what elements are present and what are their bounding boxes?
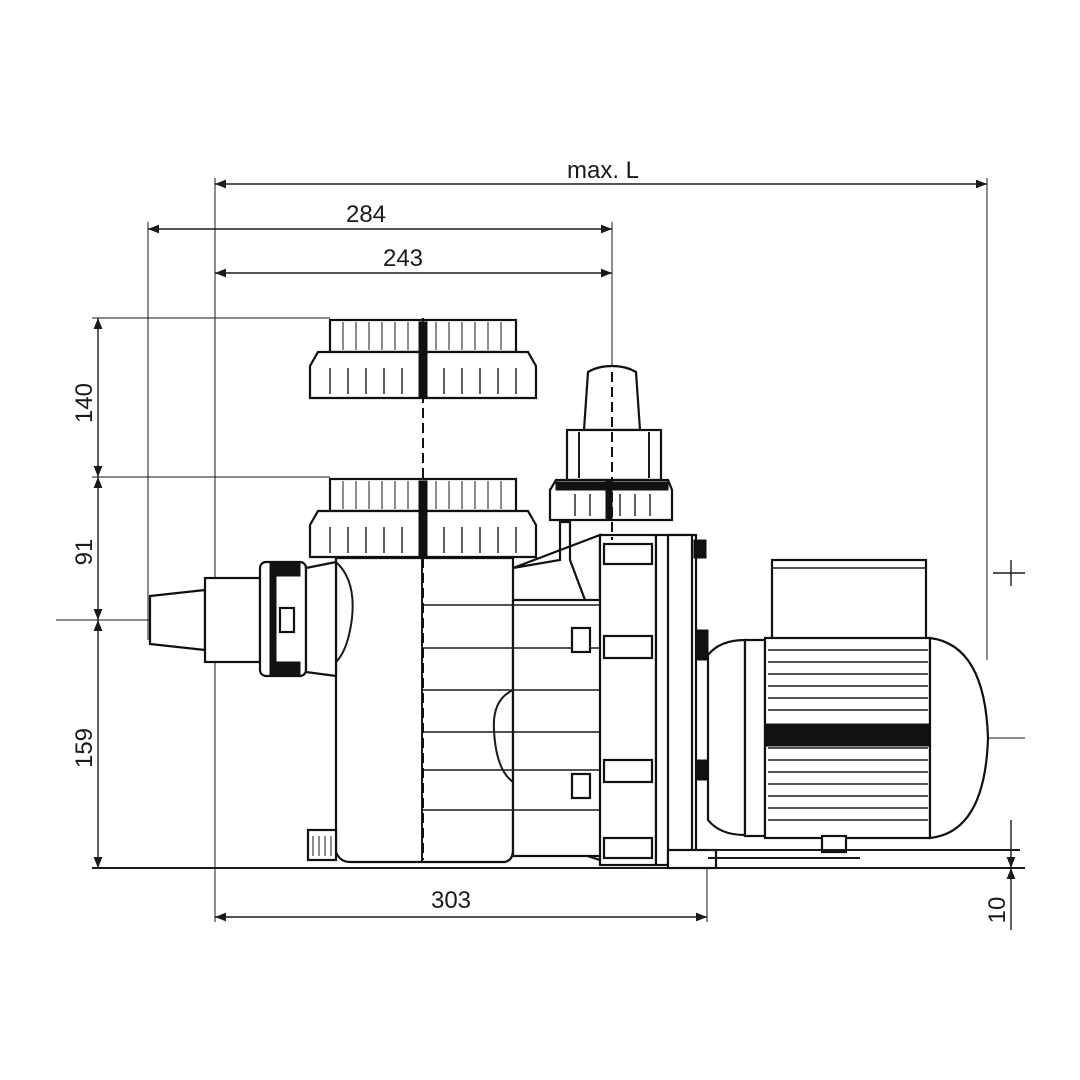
dimension-243-label: 243: [383, 245, 423, 272]
prefilter-housing: [306, 556, 515, 864]
center-lines: [422, 318, 613, 860]
discharge-outlet: [548, 364, 674, 522]
dimension-max-length-label: max. L: [567, 157, 639, 184]
dimension-303-label: 303: [431, 887, 471, 914]
motor: [706, 558, 1020, 859]
removed-lid: [308, 318, 538, 400]
extension-lines: [56, 178, 1025, 922]
dimension-91-label: 91: [71, 539, 98, 566]
dimension-140-label: 140: [71, 383, 98, 423]
motor-flange: [598, 533, 718, 870]
dimension-lines: [93, 179, 1025, 930]
pump-body: [422, 520, 605, 862]
suction-inlet: [148, 560, 338, 678]
dimension-284-label: 284: [346, 201, 386, 228]
dimension-159-label: 159: [71, 728, 98, 768]
dimension-10-label: 10: [984, 897, 1011, 924]
